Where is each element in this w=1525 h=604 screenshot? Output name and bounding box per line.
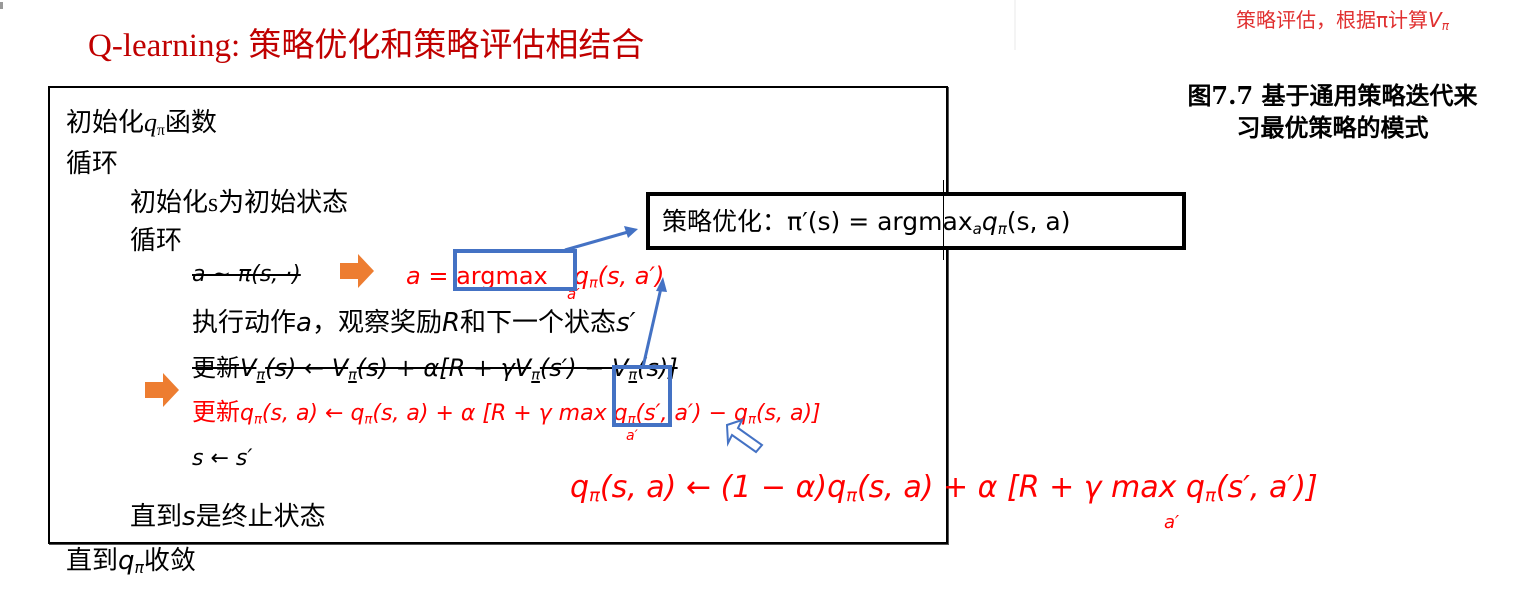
policy-formula-qsub: π bbox=[997, 219, 1007, 238]
new-action-op: argmax bbox=[456, 262, 548, 290]
until-converge-q: q bbox=[118, 546, 135, 576]
argmax-subscript: a′ bbox=[567, 285, 580, 303]
init-s-pre: 初始化 bbox=[130, 188, 209, 218]
new-action-q: q bbox=[573, 262, 589, 290]
algo-inner-loop: 循环 bbox=[130, 226, 183, 256]
figure-caption: 图7.7 基于通用策略迭代来 习最优策略的模式 bbox=[1140, 80, 1525, 144]
new-update-sub4: π bbox=[748, 412, 756, 428]
algo-init-s: 初始化s为初始状态 bbox=[130, 182, 348, 219]
big-eq-part2: (s, a) + α [R + γ max q bbox=[856, 470, 1205, 505]
title-main: 策略优化和策略评估相结合 bbox=[248, 25, 645, 64]
big-eq-q1: q bbox=[570, 470, 590, 505]
until-converge-pre: 直到 bbox=[66, 546, 119, 576]
policy-formula-pre: π′(s) = argmax bbox=[787, 207, 973, 236]
faint-divider bbox=[1014, 0, 1016, 50]
new-action-args: (s, a′) bbox=[597, 262, 665, 290]
until-converge-sub: π bbox=[134, 558, 144, 577]
until-terminal-post: 是终止状态 bbox=[195, 502, 326, 532]
policy-label: 策略优化： bbox=[662, 207, 788, 236]
old-update-rest2: (s) + α[R + γV bbox=[356, 354, 532, 382]
max-subscript-update: a′ bbox=[626, 428, 638, 444]
orange-arrow-icon bbox=[145, 373, 179, 407]
algo-outer-loop: 循环 bbox=[66, 149, 119, 179]
init-q-sub: π bbox=[157, 121, 165, 139]
big-eq-part1: (s, a) ← (1 − α)q bbox=[599, 470, 847, 505]
q-learning-update: 更新qπ(s, a) ← qπ(s, a) + α [R + γ max qπ(… bbox=[192, 392, 821, 427]
old-update-sub1: π bbox=[256, 367, 266, 384]
caption-text: 策略评估，根据π计算 bbox=[1236, 8, 1429, 32]
old-update-sub4: π bbox=[628, 367, 638, 384]
algo-until-converge: 直到qπ收敛 bbox=[66, 540, 196, 577]
new-update-q: q bbox=[240, 401, 254, 426]
new-update-sub1: π bbox=[253, 412, 262, 428]
execute-a: a bbox=[296, 308, 312, 338]
old-action-selection: a ∼ π(s, ·) bbox=[192, 262, 301, 287]
until-terminal-pre: 直到 bbox=[130, 502, 183, 532]
new-action-lhs: a = bbox=[406, 262, 457, 290]
execute-mid: ，观察奖励 bbox=[311, 308, 442, 338]
policy-formula-args: (s, a) bbox=[1006, 207, 1071, 236]
init-s-var: s bbox=[208, 188, 219, 217]
new-update-pre: 更新 bbox=[192, 398, 240, 426]
old-update-sub2: π bbox=[348, 367, 357, 384]
orange-arrow-icon bbox=[340, 254, 374, 288]
caption-sub: π bbox=[1441, 19, 1449, 33]
new-update-sub3: π bbox=[627, 412, 636, 428]
new-update-rest1: (s, a) ← q bbox=[261, 401, 365, 426]
new-update-rest4: (s, a)] bbox=[755, 401, 821, 426]
init-q-post: 函数 bbox=[164, 108, 217, 138]
old-update-rest1: (s) ← V bbox=[265, 354, 349, 382]
max-subscript-equation: a′ bbox=[1164, 512, 1180, 533]
old-value-update: 更新Vπ(s) ← Vπ(s) + α[R + γVπ(s′) − Vπ(s)] bbox=[192, 348, 678, 384]
old-update-rest4: (s)] bbox=[637, 354, 678, 382]
algo-init-q: 初始化qπ函数 bbox=[66, 102, 217, 140]
execute-pre: 执行动作 bbox=[192, 308, 297, 338]
algorithm-box bbox=[48, 86, 948, 544]
until-converge-post: 收敛 bbox=[143, 546, 196, 576]
init-q-pre: 初始化 bbox=[66, 108, 145, 138]
algo-assign-s: s ← s′ bbox=[192, 446, 253, 471]
corner-mark bbox=[0, 2, 3, 9]
old-update-v: V bbox=[240, 354, 257, 382]
big-eq-sub2: π bbox=[846, 485, 857, 507]
new-update-rest2: (s, a) + α [R + γ max q bbox=[372, 401, 628, 426]
policy-improvement-box bbox=[646, 192, 1186, 250]
policy-formula-q: q bbox=[981, 207, 998, 236]
init-s-post: 为初始状态 bbox=[218, 188, 349, 218]
vertical-divider bbox=[943, 180, 944, 260]
title-prefix: Q-learning: bbox=[88, 28, 249, 64]
old-update-sub3: π bbox=[531, 367, 540, 384]
figure-caption-line1: 图7.7 基于通用策略迭代来 bbox=[1187, 81, 1478, 110]
policy-improvement-text: 策略优化：π′(s) = argmaxaqπ(s, a) bbox=[662, 202, 1070, 238]
big-eq-part3: (s′, a′)] bbox=[1215, 470, 1318, 505]
new-action-q-sub: π bbox=[589, 275, 598, 292]
algo-until-terminal: 直到s是终止状态 bbox=[130, 496, 326, 533]
execute-s: s′ bbox=[616, 308, 636, 338]
caption-var: V bbox=[1428, 8, 1442, 32]
policy-evaluation-caption: 策略评估，根据π计算Vπ bbox=[1236, 4, 1449, 33]
q-learning-equation: qπ(s, a) ← (1 − α)qπ(s, a) + α [R + γ ma… bbox=[570, 470, 1318, 507]
init-q-var: q bbox=[144, 108, 158, 137]
new-update-sub2: π bbox=[364, 412, 373, 428]
big-eq-sub1: π bbox=[589, 485, 600, 507]
old-update-rest3: (s′) − V bbox=[539, 354, 629, 382]
execute-R: R bbox=[441, 308, 461, 338]
new-update-rest3: (s′, a′) − q bbox=[635, 401, 748, 426]
old-update-pre: 更新 bbox=[192, 354, 240, 382]
policy-formula-sub: a bbox=[972, 219, 982, 238]
big-eq-sub3: π bbox=[1204, 485, 1216, 507]
figure-caption-line2: 习最优策略的模式 bbox=[1236, 113, 1429, 142]
execute-post: 和下一个状态 bbox=[460, 308, 617, 338]
algo-execute-action: 执行动作a，观察奖励R和下一个状态s′ bbox=[192, 302, 636, 339]
until-terminal-s: s bbox=[182, 502, 196, 532]
slide-title: Q-learning: 策略优化和策略评估相结合 bbox=[88, 18, 644, 66]
